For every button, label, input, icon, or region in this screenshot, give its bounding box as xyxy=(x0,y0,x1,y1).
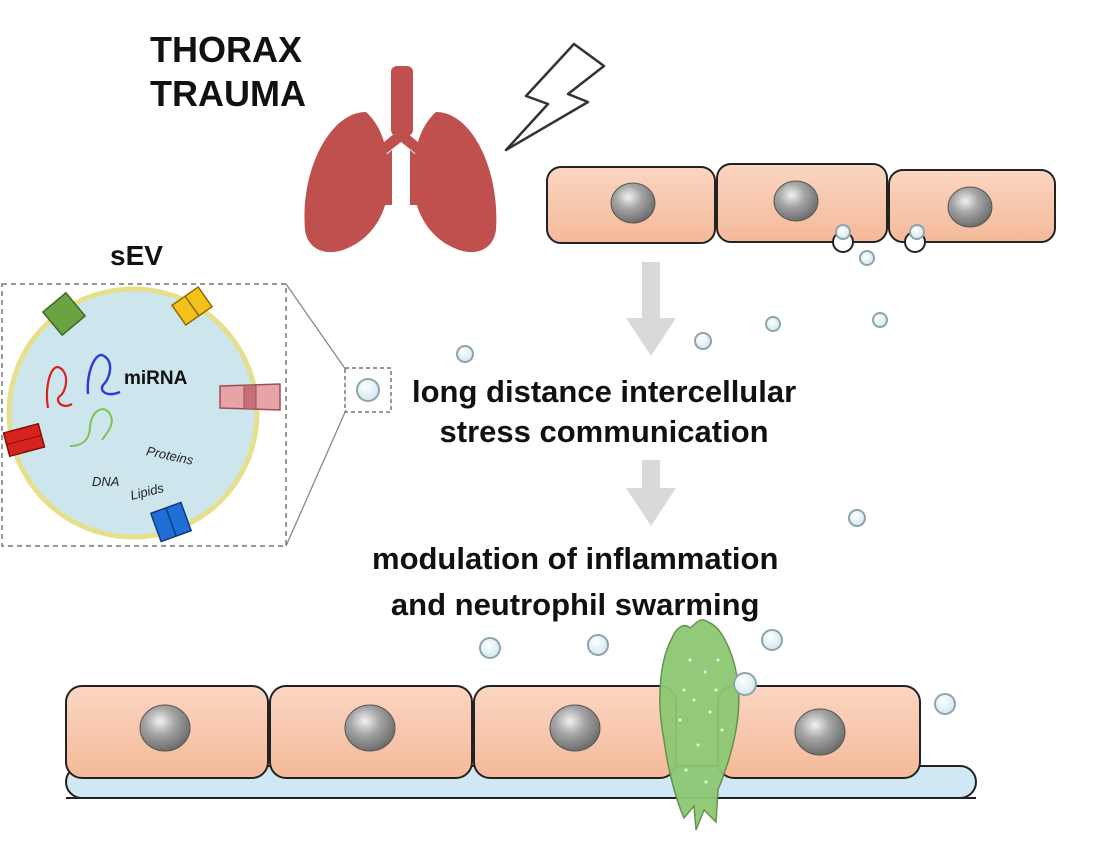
zoom-connector xyxy=(285,409,347,547)
membrane-protein-yellow xyxy=(170,285,214,327)
mirna-blue xyxy=(86,353,121,396)
zoom-source-box xyxy=(344,367,392,413)
vesicle xyxy=(765,316,781,332)
lungs-icon xyxy=(304,66,497,253)
vesicle xyxy=(694,332,712,350)
bottom-cell xyxy=(717,685,921,779)
zoom-connector xyxy=(285,283,347,371)
vesicle xyxy=(859,250,875,266)
vesicle xyxy=(848,509,866,527)
vesicle-group xyxy=(456,224,956,715)
bottom-cell xyxy=(473,685,677,779)
top-epithelium xyxy=(546,163,1056,253)
membrane-protein-blue xyxy=(149,501,193,543)
membrane-protein-green xyxy=(41,291,87,337)
step-2-text: modulation of inflammation and neutrophi… xyxy=(372,536,778,628)
sev-detail xyxy=(1,283,287,547)
sev-membrane xyxy=(6,286,260,540)
vesicle xyxy=(761,629,783,651)
vesicle xyxy=(835,224,851,240)
step-1-text: long distance intercellular stress commu… xyxy=(412,372,796,452)
page-title: THORAX TRAUMA xyxy=(150,28,306,116)
lightning-bolt-icon xyxy=(504,42,606,152)
vesicle xyxy=(934,693,956,715)
vesicle xyxy=(479,637,501,659)
top-cell xyxy=(888,169,1056,253)
bottom-epithelium xyxy=(65,685,921,779)
step-2-line-2: and neutrophil swarming xyxy=(390,587,760,622)
title-line-2: TRAUMA xyxy=(150,73,306,114)
bottom-cell xyxy=(65,685,269,779)
neutrophil-icon xyxy=(659,619,740,831)
mirna-green xyxy=(69,408,113,447)
vesicle xyxy=(733,672,757,696)
step-1-line-2: stress communication xyxy=(439,414,769,449)
vesicle xyxy=(872,312,888,328)
mirna-label: miRNA xyxy=(124,368,188,389)
top-cell xyxy=(716,163,888,253)
arrow-down-icon xyxy=(626,460,676,526)
title-line-1: THORAX xyxy=(150,29,302,70)
vesicle xyxy=(356,378,380,402)
step-1-line-1: long distance intercellular xyxy=(412,374,797,409)
membrane-protein-red xyxy=(2,422,46,458)
step-2-line-1: modulation of inflammation xyxy=(372,541,779,576)
vesicle xyxy=(456,345,474,363)
vesicle xyxy=(587,634,609,656)
vesicle xyxy=(909,224,925,240)
dna-label: DNA xyxy=(92,474,120,489)
arrow-down-icon xyxy=(626,262,676,356)
sev-label: sEV xyxy=(110,240,163,271)
top-cell xyxy=(546,166,716,244)
membrane-protein-pink xyxy=(219,383,281,411)
mirna-red xyxy=(45,365,73,409)
bottom-cell xyxy=(269,685,473,779)
